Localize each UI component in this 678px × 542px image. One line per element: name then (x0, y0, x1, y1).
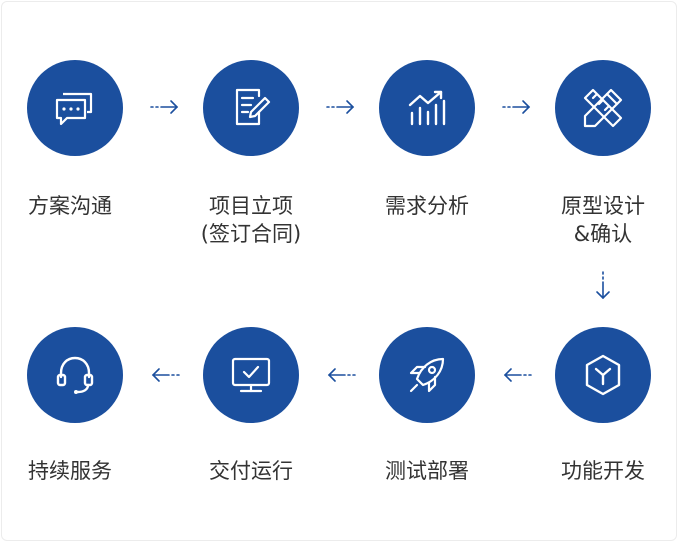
headset-icon (56, 356, 94, 394)
step-4-circle (555, 60, 651, 156)
step-4-label: 原型设计 &确认 (561, 194, 645, 246)
step-5-label: 功能开发 (561, 459, 645, 483)
step-6-label: 测试部署 (385, 459, 469, 483)
bar-chart-trend-icon (408, 90, 446, 126)
step-3-circle (379, 60, 475, 156)
step-7-circle (203, 327, 299, 423)
hexagon-cube-icon (585, 354, 621, 396)
monitor-check-icon (231, 357, 271, 393)
arrow-right-2 (326, 100, 355, 114)
chat-bubbles-icon (55, 92, 93, 126)
arrow-right-3 (502, 100, 531, 114)
arrow-down (596, 271, 610, 300)
step-2-label: 项目立项 (签订合同) (200, 194, 302, 246)
arrow-left-3 (151, 368, 180, 382)
rocket-icon (409, 357, 445, 393)
step-7-label: 交付运行 (209, 459, 293, 483)
step-2-circle (203, 60, 299, 156)
step-1-circle (27, 60, 123, 156)
arrow-right-1 (150, 100, 179, 114)
arrow-left-2 (327, 368, 356, 382)
step-8-circle (27, 327, 123, 423)
step-3-label: 需求分析 (385, 194, 469, 218)
document-edit-icon (235, 88, 271, 126)
step-8-label: 持续服务 (28, 459, 112, 483)
step-5-circle (555, 327, 651, 423)
ruler-pencil-icon (583, 88, 623, 128)
step-6-circle (379, 327, 475, 423)
step-1-label: 方案沟通 (28, 194, 112, 218)
arrow-left-1 (503, 368, 532, 382)
